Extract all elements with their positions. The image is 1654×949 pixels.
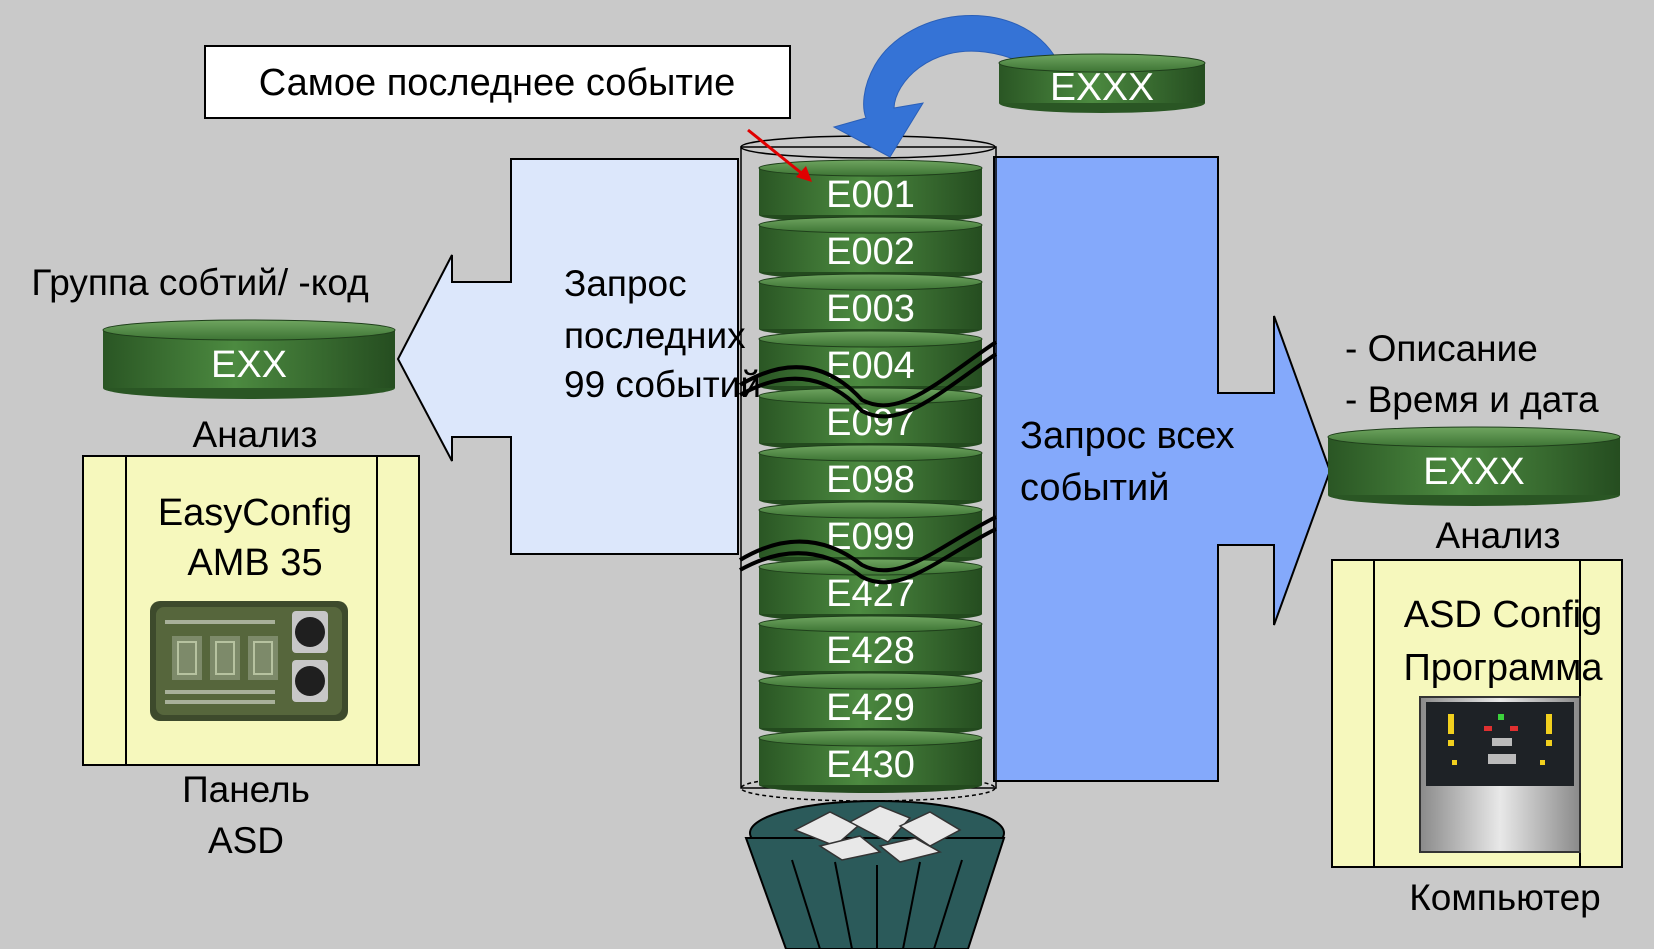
stack-disk-label: E003 [826,288,915,330]
trash-bin-icon [744,800,1006,949]
right-event-disk: EXXX [1327,426,1621,506]
stack-disk-label: E429 [826,687,915,729]
stack-disk: E003 [758,273,983,337]
stack-disk-label: E430 [826,744,915,786]
left-panel-line1: Панель [182,769,310,810]
right-analysis-label: Анализ [1436,515,1561,556]
stack-disk-label: E428 [826,630,915,672]
break-lines [738,340,998,585]
left-panel-line2: ASD [208,820,284,861]
left-analysis-label: Анализ [193,414,318,455]
left-request-line3: 99 событий [564,364,761,405]
stack-disk-label: E002 [826,231,915,273]
left-event-code: EXX [211,344,287,386]
curved-arrow-icon [832,15,1058,158]
left-device-line2: AMB 35 [187,542,322,584]
left-device-line1: EasyConfig [158,492,352,534]
right-computer-label: Компьютер [1409,877,1601,918]
stack-disk: E430 [758,729,983,793]
callout-text: Самое последнее событие [259,62,736,104]
right-device-line2: Программа [1403,647,1603,689]
right-desc-line2: - Время и дата [1345,379,1599,420]
right-desc-line1: - Описание [1345,328,1538,369]
stack-disk: E004 [758,330,983,394]
stack-disk: E429 [758,672,983,736]
left-group-label: Группа собтий/ -код [31,262,368,303]
right-request-line1: Запрос всех [1020,415,1235,457]
left-event-disk: EXX [102,319,396,399]
left-request-arrow [396,158,739,555]
left-request-line2: последних [564,315,746,356]
callout-latest-event: Самое последнее событие [204,45,791,119]
stack-disk: E001 [758,159,983,223]
stack-disk-label: E098 [826,459,915,501]
red-pointer-icon [747,128,812,182]
stack-disk: E097 [758,387,983,451]
left-request-line1: Запрос [564,263,687,304]
incoming-event-code: EXXX [1050,66,1154,109]
computer-panel-icon [1419,696,1581,853]
led-display-icon [150,601,348,721]
stack-disk: E002 [758,216,983,280]
right-request-arrow [993,156,1332,782]
right-event-code: EXXX [1423,451,1524,493]
stack-disk-label: E097 [826,402,915,444]
incoming-event-disk: EXXX [998,53,1206,113]
event-stack: E001E002E003E004E097E098E099E427E428E429… [758,159,983,793]
stack-disk: E098 [758,444,983,508]
stack-disk-label: E001 [826,174,915,216]
right-request-line2: событий [1020,467,1170,509]
right-device-line1: ASD Config [1404,594,1603,636]
stack-disk: E428 [758,615,983,679]
